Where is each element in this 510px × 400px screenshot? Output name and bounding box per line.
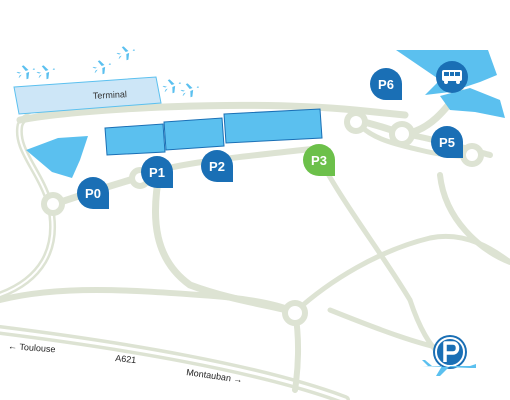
- parking-pins: P0 P1 P2 P3 P5 P6: [77, 68, 463, 209]
- terminal: Terminal: [13, 76, 162, 115]
- bus-icon: [436, 61, 468, 93]
- road-terminal-inner: [157, 145, 323, 173]
- pin-p6[interactable]: P6: [370, 68, 402, 100]
- road-east-south: [437, 172, 510, 265]
- airplane-icon: [116, 46, 135, 61]
- pin-p0[interactable]: P0: [77, 177, 109, 209]
- terminal-label: Terminal: [93, 89, 127, 101]
- pin-shape: [431, 126, 463, 158]
- pin-label: P0: [85, 186, 101, 201]
- parking-area-p5: [440, 88, 505, 118]
- airplane-icon: [92, 60, 111, 75]
- pin-label: P3: [311, 153, 327, 168]
- pin-shape: [141, 156, 173, 188]
- road-diag-2: [292, 234, 510, 315]
- pin-p1[interactable]: P1: [141, 156, 173, 188]
- roundabout-east-2: [389, 121, 415, 147]
- roundabout-east-1: [344, 110, 368, 134]
- roundabout-p5: [460, 143, 484, 167]
- airplane-icon: [180, 83, 199, 98]
- airplane-icon: [162, 79, 181, 94]
- airplane-icon: [16, 65, 35, 80]
- pin-shape: [201, 150, 233, 182]
- road-label-toulouse: ← Toulouse: [8, 341, 56, 354]
- parking-area-p3: [223, 108, 323, 144]
- pin-label: P1: [149, 165, 165, 180]
- airport-parking-logo-icon: [422, 335, 476, 376]
- pin-shape: [370, 68, 402, 100]
- pin-label: P5: [439, 135, 455, 150]
- road-label-a621: A621: [115, 353, 137, 365]
- parking-area-p0: [26, 136, 88, 178]
- pin-p2[interactable]: P2: [201, 150, 233, 182]
- pin-shape: [77, 177, 109, 209]
- airplane-icon: [36, 65, 55, 80]
- parking-area-p2: [163, 117, 225, 151]
- pin-label: P2: [209, 159, 225, 174]
- pin-label: P6: [378, 77, 394, 92]
- pin-shape: [303, 144, 335, 176]
- airplanes: [16, 46, 199, 98]
- roundabout-west: [41, 192, 65, 216]
- roundabouts: [41, 110, 484, 326]
- pin-p5[interactable]: P5: [431, 126, 463, 158]
- road-terminal-front: [16, 101, 409, 124]
- road-mid-loop: [0, 287, 298, 315]
- pin-p3[interactable]: P3: [303, 144, 335, 176]
- roundabout-south: [282, 300, 308, 326]
- highway-a621-inner: [0, 328, 347, 400]
- parking-area-p1: [104, 123, 166, 156]
- terminal-building: [13, 76, 162, 115]
